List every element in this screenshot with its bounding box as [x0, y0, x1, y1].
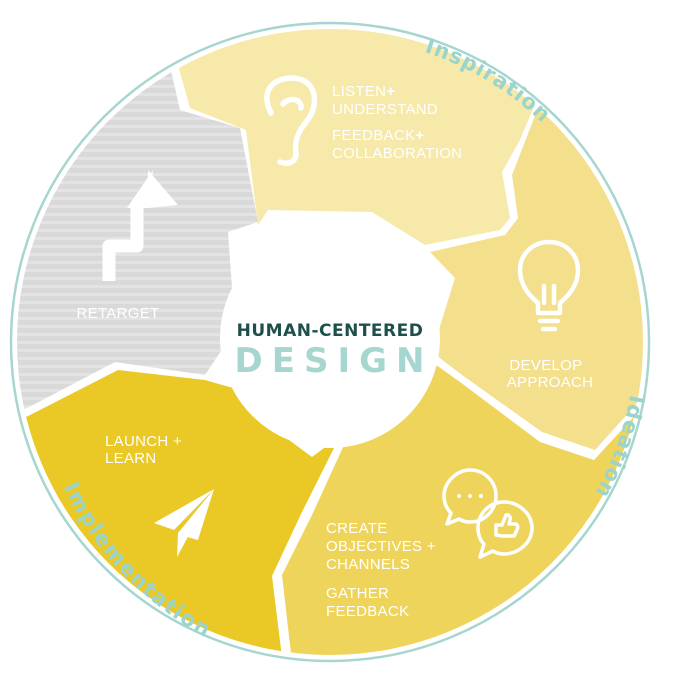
center-title: HUMAN-CENTERED: [237, 321, 424, 341]
turn-arrow-icon: [102, 170, 178, 281]
outer-ring: [9, 21, 651, 663]
launch-text: LAUNCH + LEARN: [105, 433, 186, 467]
develop-text: DEVELOP APPROACH: [507, 357, 594, 391]
listen-text: LISTEN+ UNDERSTAND FEEDBACK+ COLLABORATI…: [332, 83, 462, 162]
segment-listen: [160, 29, 540, 245]
center-circle: [220, 228, 440, 448]
create-text: CREATE OBJECTIVES + CHANNELS GATHER FEED…: [326, 520, 440, 620]
paper-plane-icon: [154, 489, 214, 557]
retarget-text: RETARGET: [77, 305, 160, 322]
chat-bubbles-icon: [442, 468, 534, 559]
lightbulb-icon: [517, 239, 581, 332]
center-subtitle: DESIGN: [235, 341, 434, 381]
ear-icon: [264, 75, 318, 166]
